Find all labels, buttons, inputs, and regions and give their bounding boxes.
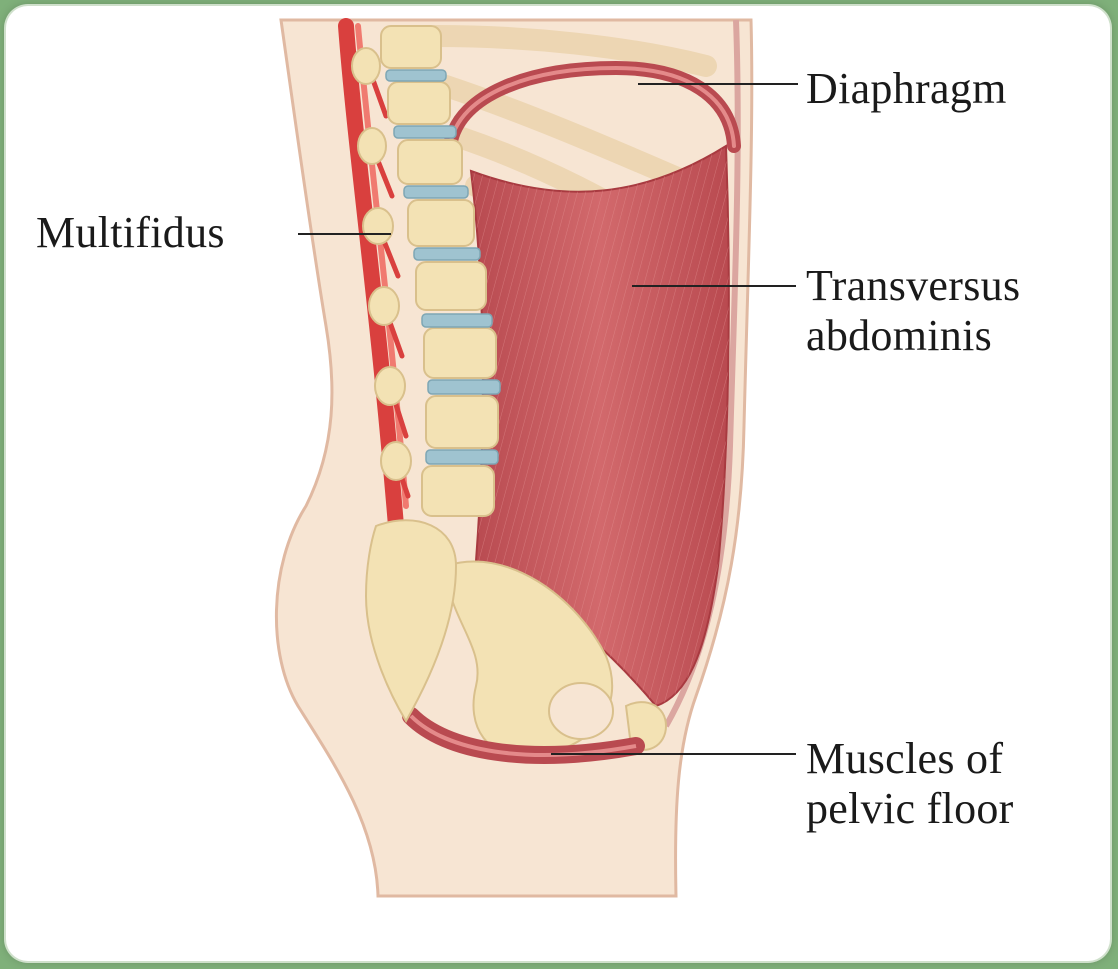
label-transversus-abdominis: Transversus abdominis [806,261,1020,361]
diagram-frame: Diaphragm Multifidus Transversus abdomin… [6,6,1110,961]
label-diaphragm: Diaphragm [806,64,1007,114]
label-pelvic-floor: Muscles of pelvic floor [806,734,1014,834]
label-multifidus: Multifidus [36,208,225,258]
